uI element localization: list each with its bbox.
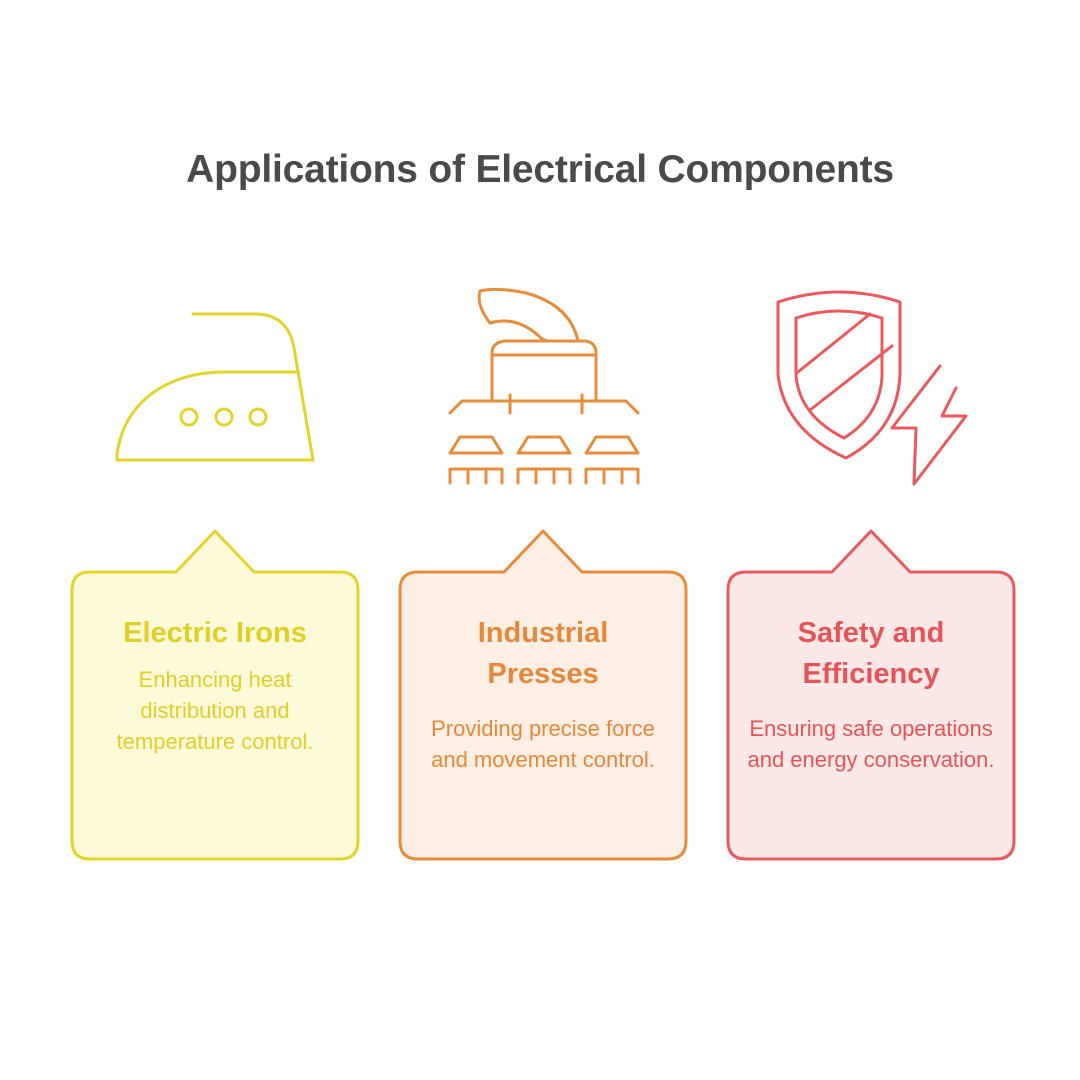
card-electric-irons: Electric Irons Enhancing heat distributi… [70, 529, 360, 861]
industrial-press-icon [448, 287, 640, 485]
card-description: Providing precise force and movement con… [431, 716, 655, 772]
card-safety-efficiency: Safety and Efficiency Ensuring safe oper… [726, 529, 1016, 861]
card-title: Safety and Efficiency [797, 617, 945, 690]
card-description: Enhancing heat distribution and temperat… [116, 667, 314, 754]
card-title: Industrial Presses [477, 617, 609, 690]
card-bubble [726, 529, 1016, 861]
card-title: Electric Irons [123, 617, 307, 649]
card-bubble [398, 529, 688, 861]
electric-iron-icon [115, 312, 315, 462]
shield-lightning-icon [776, 290, 968, 486]
card-industrial-presses: Industrial Presses Providing precise for… [398, 529, 688, 861]
card-description: Ensuring safe operations and energy cons… [747, 716, 995, 772]
card-bubble [70, 529, 360, 861]
page-title: Applications of Electrical Components [186, 148, 894, 191]
